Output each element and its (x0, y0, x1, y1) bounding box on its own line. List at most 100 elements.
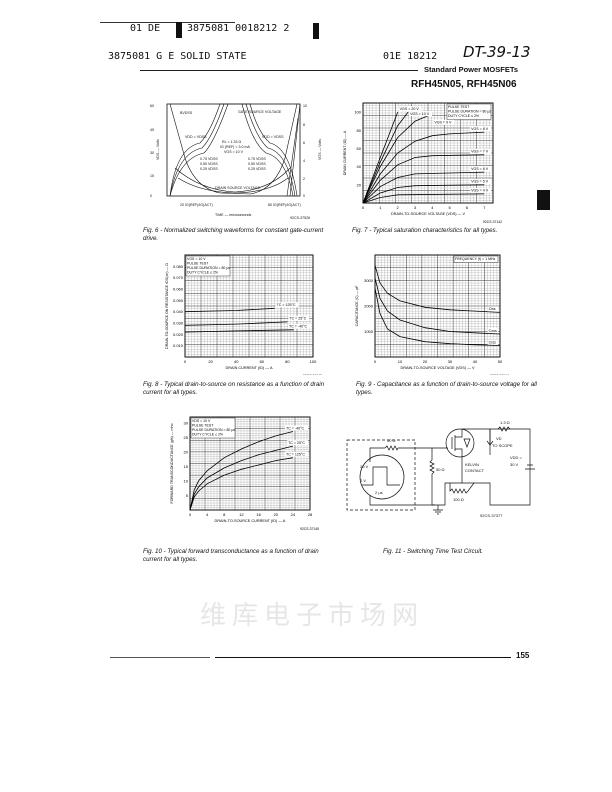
fig6-switching-waveforms: 60 45 30 15 0 10 8 6 4 2 0 BVDSS GATE SO… (150, 103, 322, 220)
fig6-gate-source: GATE SOURCE VOLTAGE (238, 110, 282, 114)
test-condition: PULSE TEST (187, 262, 209, 266)
test-condition: DUTY CYCLE ≤ 2% (187, 271, 218, 275)
series-label: TC = 25°C (289, 317, 306, 321)
fig11-caption: Fig. 11 - Switching Time Test Circuit. (383, 548, 484, 555)
series-label-bg (275, 302, 299, 308)
label-scope: TO SCOPE (492, 443, 513, 448)
y-tick-label: 20 (357, 182, 362, 187)
fig6-ytick: 45 (150, 128, 154, 132)
label-r2: 50 Ω (436, 467, 445, 472)
series-label-bg (470, 166, 491, 172)
series-label-bg (285, 451, 308, 457)
fig6-ytick: 15 (150, 174, 154, 178)
label-r4: 1.3 Ω (500, 420, 510, 425)
x-tick-label: 5 (449, 205, 452, 210)
fig9-caption: Fig. 9 - Capacitance as a function of dr… (356, 381, 537, 396)
x-tick-label: 100 (310, 359, 317, 364)
series-line (374, 265, 501, 313)
test-condition: VDS = 10 V (192, 419, 211, 423)
x-tick-label: 20 (273, 512, 278, 517)
x-tick-label: 20 (423, 359, 428, 364)
fig6-ytick-right: 8 (303, 123, 305, 127)
marker-block (313, 23, 319, 39)
test-condition: PULSE DURATION = 80 μs (187, 266, 230, 270)
header-rule (140, 70, 418, 71)
series-line (362, 131, 485, 204)
x-tick-label: 60 (260, 359, 265, 364)
note-box (185, 255, 231, 277)
series-line (362, 111, 409, 204)
fig6-bvdss: BVDSS (180, 111, 193, 115)
x-tick-label: 80 (285, 359, 290, 364)
series-line (184, 321, 288, 326)
circuit-labels: 50 Ω 50 Ω 100 Ω 1.3 Ω 20 V 0 V 2 μs VD T… (360, 420, 523, 518)
y-tick-label: 60 (357, 146, 362, 151)
y-axis-label: DRAIN CURRENT (ID) — A (343, 130, 347, 175)
series-line (362, 193, 485, 204)
label-vd: VD (496, 436, 502, 441)
y-tick-label: 100 (354, 110, 361, 115)
y-tick-label: 0.060 (173, 287, 184, 292)
series-line (362, 111, 399, 204)
fig11-circuit: 50 Ω 50 Ω 100 Ω 1.3 Ω 20 V 0 V 2 μs VD T… (346, 420, 535, 518)
fig6-cond: IG (REF) = 3.0 mA (220, 145, 250, 149)
series-label: TC = 25°C (288, 441, 305, 445)
fig6-xlabel: TIME — microseconds (215, 213, 252, 217)
x-tick-label: 0 (374, 359, 377, 364)
series-label-bg (487, 328, 498, 334)
test-condition: PULSE TEST (192, 424, 214, 428)
fig6-l75: 0.75 VDSS (200, 157, 218, 161)
figure-code: 92CS-37145 (300, 527, 319, 531)
series-label-bg (470, 148, 491, 154)
label-vdd: VDD = (510, 455, 523, 460)
series-label-bg (470, 178, 491, 184)
category: Standard Power MOSFETs (424, 65, 519, 74)
label-pulse: 2 μs (375, 490, 383, 495)
x-tick-label: 24 (291, 512, 296, 517)
series-line (189, 457, 293, 511)
x-tick-label: 50 (498, 359, 503, 364)
part-numbers: RFH45N05, RFH45N06 (411, 79, 517, 90)
label-contact: CONTACT (465, 468, 485, 473)
plot-frame (184, 254, 314, 358)
y-axis-label: FORWARD TRANSCONDUCTANCE (gfs) — mho (170, 424, 174, 504)
y-tick-label: 3000 (364, 278, 374, 283)
x-tick-label: 2 (397, 205, 400, 210)
series-label: VGS = 6 V (471, 167, 489, 171)
test-condition: PULSE TEST (448, 105, 470, 109)
note-box (190, 417, 236, 439)
series-label-bg (287, 440, 308, 446)
series-line (362, 154, 485, 204)
label-r1: 50 Ω (387, 438, 396, 443)
fig6-ytick-right: 2 (303, 177, 305, 181)
footer-rule-left (110, 657, 210, 658)
series-label-bg (470, 187, 491, 193)
x-tick-label: 3 (414, 205, 417, 210)
footer-rule (215, 657, 511, 658)
series-line (184, 307, 275, 313)
y-tick-label: 30 (184, 420, 189, 425)
test-condition: PULSE DURATION = 80 μs (448, 110, 491, 114)
fig6-l25: 0.25 VDSS (248, 167, 266, 171)
series-line (189, 445, 293, 511)
y-tick-label: 40 (357, 164, 362, 169)
fig6-t-left: 20 IG(REF)/IG(ACT) (180, 203, 213, 207)
label-vdd-value: 30 V (510, 462, 519, 467)
plot-frame (189, 416, 311, 511)
x-tick-label: 30 (448, 359, 453, 364)
series-label: TC = -40°C (289, 325, 308, 329)
plot-frame (362, 102, 494, 204)
y-tick-label: 80 (357, 128, 362, 133)
header-code-numbers: 3875081 0018212 2 (187, 23, 290, 34)
handwritten-code: DT-39-13 (463, 43, 531, 61)
watermark: 维库电子市场网 (200, 601, 425, 631)
fig6-ylabel: VDS — Volts (156, 139, 160, 160)
x-tick-label: 8 (223, 512, 226, 517)
circuit-wires (346, 426, 535, 515)
series-label: VGS = 5 V (471, 180, 489, 184)
y-tick-label: 5 (186, 493, 189, 498)
y-tick-label: 0.040 (173, 309, 184, 314)
